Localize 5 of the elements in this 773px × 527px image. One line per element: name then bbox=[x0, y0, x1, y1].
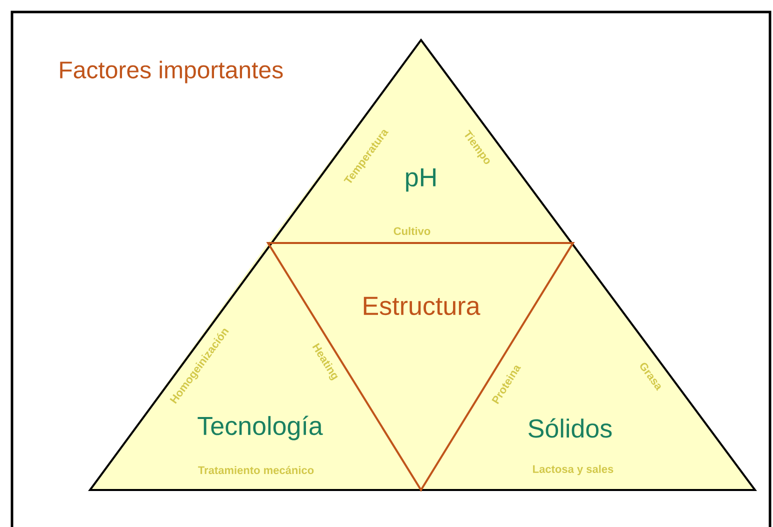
side-label: Tratamiento mecánico bbox=[198, 466, 314, 474]
triangle-section: Estructura bbox=[364, 296, 480, 316]
side-label: Cultivo bbox=[394, 226, 430, 236]
side-label: Lactosa y sales bbox=[533, 464, 614, 476]
title: Factores importantes bbox=[60, 60, 283, 84]
